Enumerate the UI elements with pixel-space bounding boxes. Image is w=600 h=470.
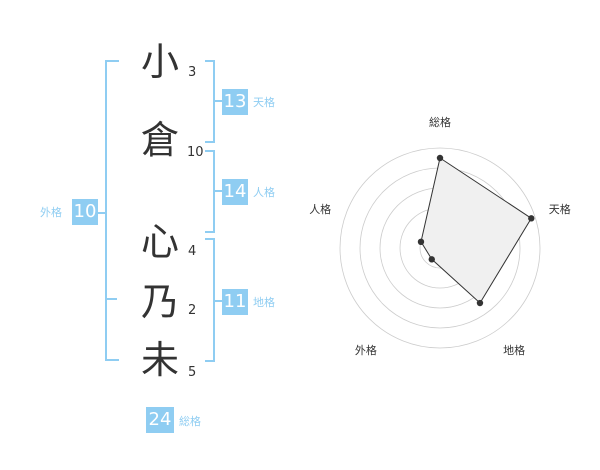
radar-axis-label: 総格: [429, 115, 451, 129]
soukaku-value: 24: [146, 407, 174, 433]
name-char-5: 未: [140, 338, 179, 382]
jinkaku-value: 14: [222, 179, 248, 205]
radar-axis-label: 地格: [503, 343, 525, 357]
jinkaku-bracket-tick: [214, 190, 222, 192]
stroke-count-1: 3: [188, 65, 197, 80]
radar-point-2: [528, 215, 535, 222]
soukaku-label: 総格: [179, 415, 201, 428]
stroke-count-2: 10: [187, 145, 204, 160]
stroke-count-5: 5: [188, 365, 197, 380]
radar-point-4: [428, 256, 435, 263]
gaikaku-bracket: [105, 60, 119, 361]
radar-axis-label: 天格: [549, 202, 571, 216]
radar-grid-ring: [339, 147, 541, 349]
name-char-3: 心: [140, 220, 179, 264]
gaikaku-bracket-tick: [98, 212, 106, 214]
gaikaku-label: 外格: [40, 206, 62, 219]
stroke-count-3: 4: [188, 244, 197, 259]
tenkaku-label: 天格: [253, 96, 275, 109]
name-char-1: 小: [140, 40, 179, 84]
name-char-4: 乃: [140, 280, 179, 324]
jinkaku-label: 人格: [253, 186, 275, 199]
tenkaku-bracket-tick: [214, 100, 222, 102]
name-char-2: 倉: [140, 118, 179, 162]
radar-point-3: [476, 299, 484, 307]
radar-area: [420, 157, 532, 304]
chikaku-value: 11: [222, 289, 248, 315]
radar-point-5: [417, 238, 425, 246]
tenkaku-value: 13: [222, 89, 248, 115]
stroke-count-4: 2: [188, 303, 197, 318]
radar-axis-label: 人格: [309, 202, 331, 216]
radar-axis-label: 外格: [355, 343, 377, 357]
radar-point-1: [436, 154, 444, 162]
chikaku-label: 地格: [253, 296, 275, 309]
chikaku-bracket-tick: [214, 300, 222, 302]
gaikaku-bracket-mid: [105, 298, 117, 300]
gaikaku-value: 10: [72, 199, 98, 225]
